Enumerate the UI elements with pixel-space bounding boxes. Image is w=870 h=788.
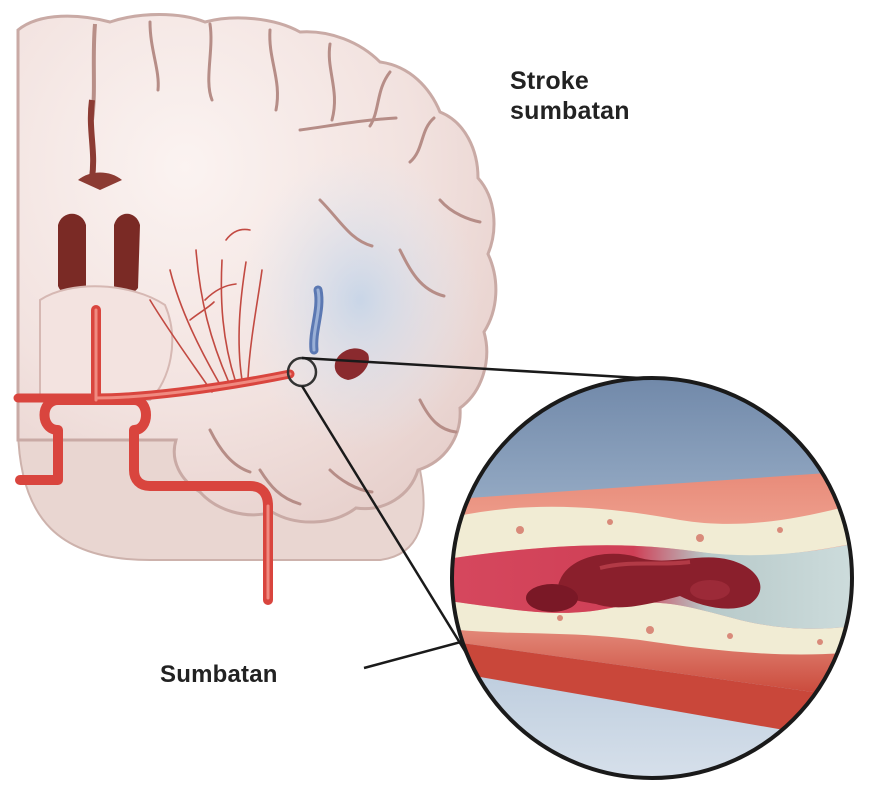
blockage-label: Sumbatan xyxy=(160,660,278,690)
stroke-label-line1: Stroke xyxy=(510,66,630,96)
magnified-artery-view xyxy=(440,370,870,788)
stroke-label-line2: sumbatan xyxy=(510,96,630,126)
brain-cross-section xyxy=(18,15,496,601)
stroke-sumbatan-label: Stroke sumbatan xyxy=(510,66,630,126)
